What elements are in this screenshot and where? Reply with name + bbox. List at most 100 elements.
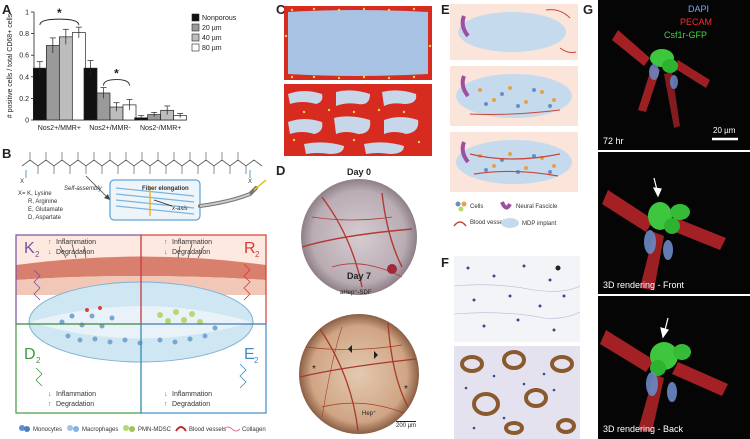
significance-bracket [103,79,130,86]
syringe-icon [198,179,267,208]
scale-label-g: 20 µm [713,126,736,135]
quadrant-r-label: R [244,240,256,257]
k-degradation: Degradation [56,249,94,256]
legend-label: Nonporous [202,15,237,22]
arrow-down-icon: ↓ [48,391,52,398]
bar [32,67,47,121]
category-label: Nos2+/MMR- [89,125,131,132]
white-arrow-icon [652,177,662,198]
cells-72hr [612,30,710,128]
day0-label: Day 0 [346,167,372,177]
legend-macrophages: Macrophages [82,427,118,433]
y-tick-label: 0.2 [19,96,29,103]
significance-star: * [114,67,119,81]
self-assembly-label: Self-assembly [64,186,103,192]
arrowhead-icon [374,351,378,359]
y-axis-label: # positive cells / total CD68+ cells [7,13,14,118]
panel-f-histology [454,256,580,439]
significance-bracket [39,18,80,26]
panel-label-d: D [276,163,286,178]
legend-swatch [191,33,200,42]
arrow-down-icon: ↓ [164,249,168,256]
k-inflammation: Inflammation [56,239,96,246]
e-inflammation: Inflammation [172,391,212,398]
panel-c-scaffold [284,6,432,156]
d-degradation: Degradation [56,401,94,408]
legend-label: 80 µm [202,45,222,52]
legend-blood-vessels: Blood vessels [189,427,226,433]
fiber-elongation-label: Fiber elongation [142,186,189,192]
legend-monocytes: Monocytes [33,427,62,433]
panel-e-legend: Cells Neural Fascicle Blood vessels MDP … [453,201,558,228]
lysine-sidechain-icon [33,269,41,301]
category-label: Nos2+/MMR+ [38,125,81,132]
implant-stage-3 [450,132,578,192]
back-label: 3D rendering - Back [603,424,684,434]
dapi-label: DAPI [688,4,710,14]
legend-mdp-implant: MDP implant [522,221,557,227]
arrow-up-icon: ↑ [48,401,52,408]
category-label: Nos2-/MMR+ [140,125,181,132]
panel-label-e: E [441,2,450,17]
day7-label: Day 7 [346,271,372,281]
abbrev-r: R, Arginine [28,199,58,205]
day0-spot [387,264,397,274]
y-tick-label: 0.4 [19,74,29,81]
asterisk-mark: * [404,384,408,395]
cell-legend: Monocytes Macrophages PMN-MDSC Blood ves… [19,425,266,433]
y-tick-label: 0.6 [19,53,29,60]
cells-front [602,190,726,290]
abbrev-k: X= K, Lysine [18,191,52,197]
panel-label-f: F [441,255,449,270]
quadrant-e-sub: 2 [254,356,259,365]
time-label-72hr: 72 hr [603,136,624,146]
panel-b-schematic: X X X= K, Lysine R, Arginine E, Glutamat… [15,152,267,433]
quadrant-k-sub: 2 [35,250,40,259]
legend-collagen: Collagen [242,427,266,433]
scale-bar-d: 200 µm [396,421,417,429]
day7-vessels [299,322,417,432]
panel-e-schematic: Cells Neural Fascicle Blood vessels MDP … [450,4,578,228]
legend-blood-vessels-e: Blood vessels [470,220,507,226]
r-degradation: Degradation [172,249,210,256]
hep-label: Hep⁺ [362,411,377,417]
y-tick-label: 0 [25,118,29,125]
legend-pmn-mdsc: PMN-MDSC [138,427,172,433]
panel-label-g: G [583,2,594,17]
day7-dish [299,314,419,434]
arrow-head-icon [104,194,110,200]
abbrev-d: D, Aspartate [28,215,62,221]
panel-label-a: A [2,2,12,17]
quadrant-d-label: D [24,346,36,363]
quadrant-e-frame [140,323,267,414]
quadrant-r-sub: 2 [255,250,260,259]
bar-chart: 00.20.40.60.81# positive cells / total C… [7,6,237,132]
legend-label: 40 µm [202,35,222,42]
peptide-x-mark: X [20,179,24,185]
legend-neural-fascicle: Neural Fascicle [516,204,558,210]
panel-label-c: C [276,2,286,17]
legend-label: 20 µm [202,25,222,32]
white-arrow-icon [660,317,669,339]
fiber-diagram: Fiber elongation x-axis [109,179,201,221]
csf1r-gfp-label: Csf1r-GFP [664,30,708,40]
arrow-up-icon: ↑ [48,239,52,246]
panel-g-microscopy [598,0,750,439]
e-degradation: Degradation [172,401,210,408]
quadrant-k-label: K [24,240,35,257]
peptide-x-mark-right: X [248,179,252,185]
day0-vessels [301,192,413,288]
x-axis-label: x-axis [171,206,188,212]
bar [58,36,73,121]
quadrant-e-label: E [244,346,255,363]
glutamate-sidechain-icon [239,363,247,389]
implant-stage-1 [450,4,578,60]
peptide-structure [21,152,263,178]
r-inflammation: Inflammation [172,239,212,246]
pecam-label: PECAM [680,17,713,27]
stained-vessels [460,350,576,435]
arrow-up-icon: ↑ [164,239,168,246]
bar [45,45,60,121]
g-image-back [598,296,750,439]
d-inflammation: Inflammation [56,391,96,398]
